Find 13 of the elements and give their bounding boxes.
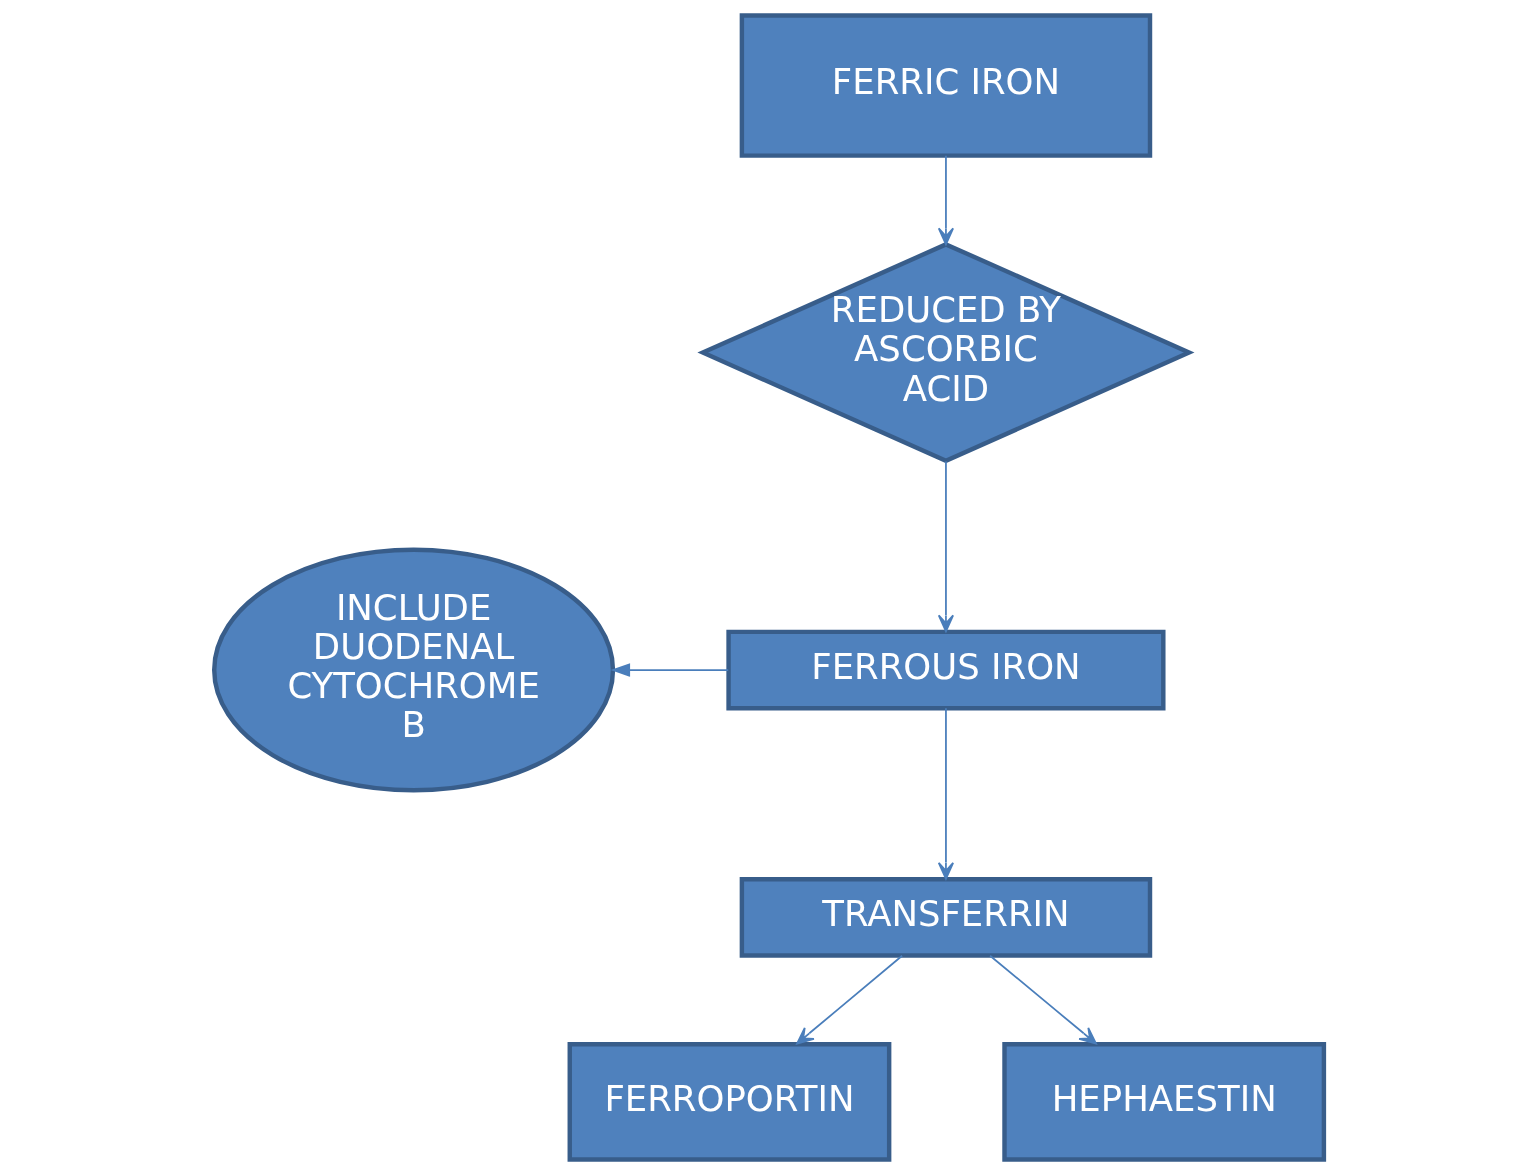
arrow — [937, 460, 954, 633]
node-ellipse: INCLUDE DUODENAL CYTOCHROME B — [212, 547, 616, 793]
arrow — [937, 154, 954, 246]
node-box: TRANSFERRIN — [739, 876, 1153, 958]
node-diamond: REDUCED BY ASCORBIC ACID — [697, 241, 1195, 464]
arrow — [796, 954, 903, 1045]
arrow — [989, 954, 1097, 1045]
node-box: FERROPORTIN — [567, 1042, 892, 1162]
node-box: HEPHAESTIN — [1002, 1042, 1327, 1162]
arrow — [610, 663, 730, 677]
node-box: FERROUS IRON — [726, 629, 1166, 711]
node-box: FERRIC IRON — [739, 13, 1153, 158]
arrow — [937, 707, 954, 880]
